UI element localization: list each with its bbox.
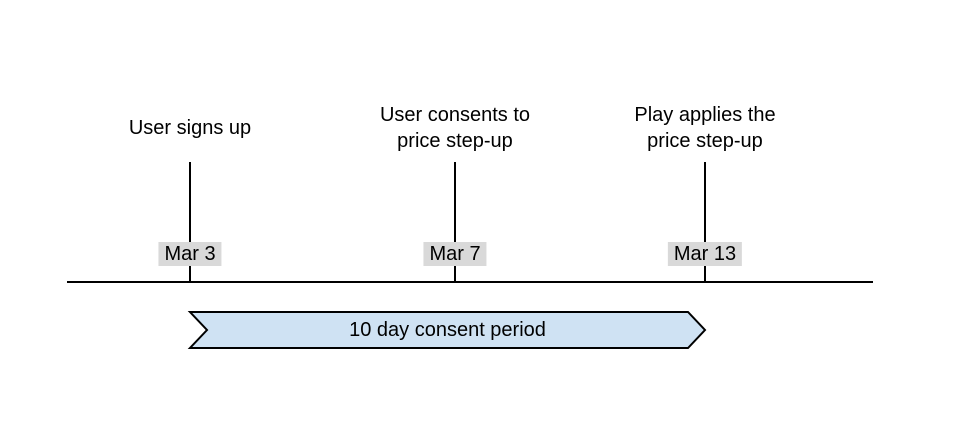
event-date-label: Mar 7 — [423, 242, 487, 266]
banner-arrow-shape — [187, 311, 707, 349]
event-title: User consents to price step-up — [379, 104, 531, 152]
event-title: User signs up — [128, 117, 252, 139]
event-date-label: Mar 3 — [158, 242, 222, 266]
consent-period-banner — [187, 311, 707, 349]
event-marker-signup: User signs up Mar 3 — [70, 0, 310, 446]
event-tick-line — [189, 162, 191, 282]
event-tick-line — [454, 162, 456, 282]
event-marker-apply: Play applies the price step-up Mar 13 — [585, 0, 825, 446]
event-date-label: Mar 13 — [667, 242, 743, 266]
event-title: Play applies the price step-up — [634, 104, 776, 152]
event-tick-line — [704, 162, 706, 282]
timeline-axis — [67, 281, 873, 283]
banner-label: 10 day consent period — [349, 318, 546, 341]
event-marker-consent: User consents to price step-up Mar 7 — [335, 0, 575, 446]
